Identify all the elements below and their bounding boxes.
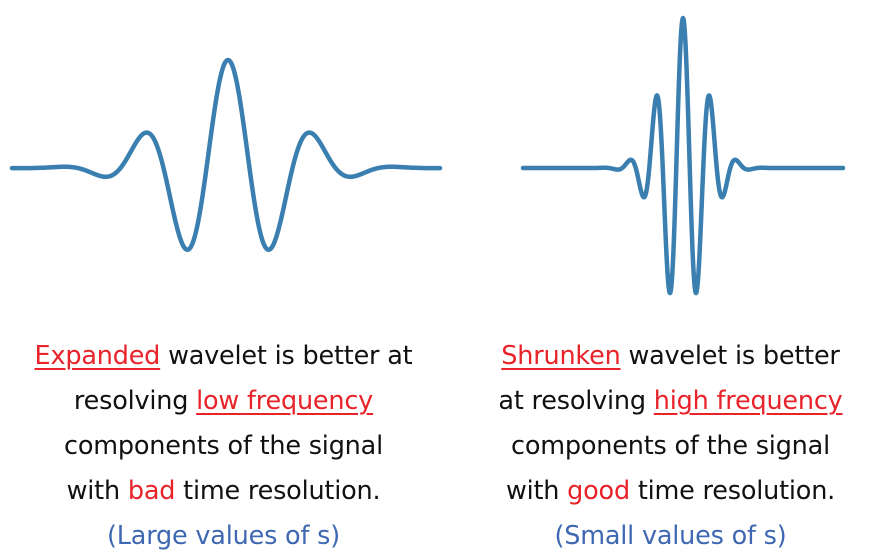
good-keyword: good: [567, 476, 630, 506]
shrunken-wavelet-caption: Shrunken wavelet is better at resolving …: [447, 334, 894, 559]
small-values-note: (Small values of s): [554, 521, 787, 551]
shrunken-wavelet-curve: [520, 15, 846, 296]
shrunken-wavelet-panel: Shrunken wavelet is better at resolving …: [447, 0, 894, 559]
expanded-wavelet-curve: [9, 57, 443, 253]
expanded-wavelet-panel: Expanded wavelet is better at resolving …: [0, 57, 447, 559]
bad-keyword: bad: [127, 476, 176, 506]
expanded-wavelet-caption: Expanded wavelet is better at resolving …: [0, 334, 447, 559]
expanded-keyword: Expanded: [34, 341, 161, 371]
low-frequency-keyword: low frequency: [196, 386, 374, 416]
high-frequency-keyword: high frequency: [653, 386, 843, 416]
shrunken-keyword: Shrunken: [501, 341, 621, 371]
large-values-note: (Large values of s): [107, 521, 340, 551]
